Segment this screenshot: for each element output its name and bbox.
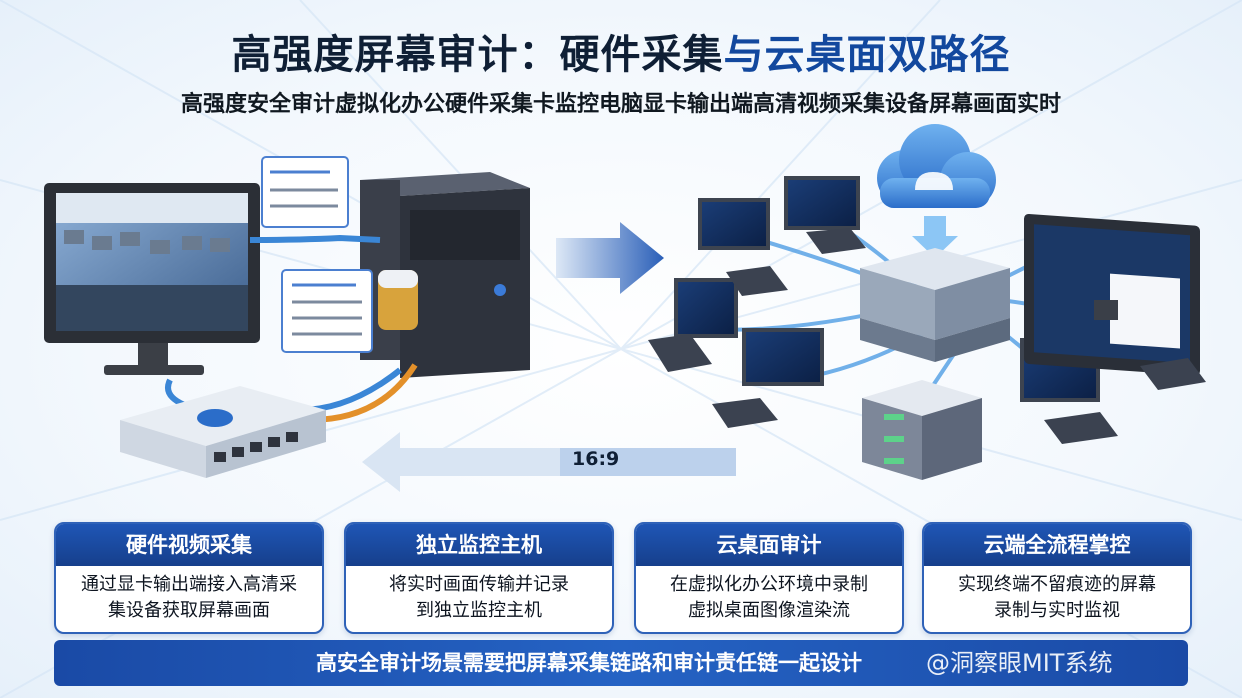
card-line: 通过显卡输出端接入高清采 (81, 574, 297, 595)
card-line: 录制与实时监视 (994, 600, 1120, 621)
card-line: 虚拟桌面图像渲染流 (688, 600, 850, 621)
card-body: 在虚拟化办公环境中录制 虚拟桌面图像渲染流 (636, 566, 902, 624)
network-switch-icon (120, 386, 326, 478)
card-body: 将实时画面传输并记录 到独立监控主机 (346, 566, 612, 624)
computer-tower-icon (360, 172, 530, 378)
watermark: @洞察眼MIT系统 (926, 649, 1113, 677)
arrow-back-icon (362, 432, 736, 492)
card-line: 到独立监控主机 (416, 600, 542, 621)
card-line: 实现终端不留痕迹的屏幕 (958, 574, 1156, 595)
page-title: 高强度屏幕审计：硬件采集与云桌面双路径 (0, 22, 1242, 80)
callout-mid (281, 269, 373, 353)
card-title: 云端全流程掌控 (924, 524, 1190, 566)
card-cloud-desktop: 云桌面审计 在虚拟化办公环境中录制 虚拟桌面图像渲染流 (634, 522, 904, 634)
aspect-ratio-label: 16:9 (572, 448, 620, 470)
card-title: 云桌面审计 (636, 524, 902, 566)
card-line: 集设备获取屏幕画面 (108, 600, 270, 621)
server-icon (860, 248, 1010, 362)
title-part2: 与云桌面双路径 (723, 32, 1011, 78)
arrow-right-icon (556, 222, 664, 294)
banner-text: 高安全审计场景需要把屏幕采集链路和审计责任链一起设计 (316, 651, 862, 675)
card-title: 硬件视频采集 (56, 524, 322, 566)
card-line: 在虚拟化办公环境中录制 (670, 574, 868, 595)
card-monitor-host: 独立监控主机 将实时画面传输并记录 到独立监控主机 (344, 522, 614, 634)
monitor-icon (44, 183, 260, 375)
server-stack-icon (862, 380, 982, 480)
illustration (44, 124, 1206, 492)
cloud-icon (877, 124, 996, 258)
callout-top (261, 156, 349, 228)
title-part1: 高强度屏幕审计：硬件采集 (231, 32, 724, 78)
footer-banner: 高安全审计场景需要把屏幕采集链路和审计责任链一起设计 (54, 640, 1188, 686)
card-body: 通过显卡输出端接入高清采 集设备获取屏幕画面 (56, 566, 322, 624)
page-subtitle: 高强度安全审计虚拟化办公硬件采集卡监控电脑显卡输出端高清视频采集设备屏幕画面实时 (180, 92, 1061, 117)
large-monitor-icon (1024, 213, 1200, 376)
keyboard-icon (648, 228, 1206, 444)
card-cloud-control: 云端全流程掌控 实现终端不留痕迹的屏幕 录制与实时监视 (922, 522, 1192, 634)
card-body: 实现终端不留痕迹的屏幕 录制与实时监视 (924, 566, 1190, 624)
card-title: 独立监控主机 (346, 524, 612, 566)
card-line: 将实时画面传输并记录 (389, 574, 569, 595)
card-hardware-capture: 硬件视频采集 通过显卡输出端接入高清采 集设备获取屏幕画面 (54, 522, 324, 634)
